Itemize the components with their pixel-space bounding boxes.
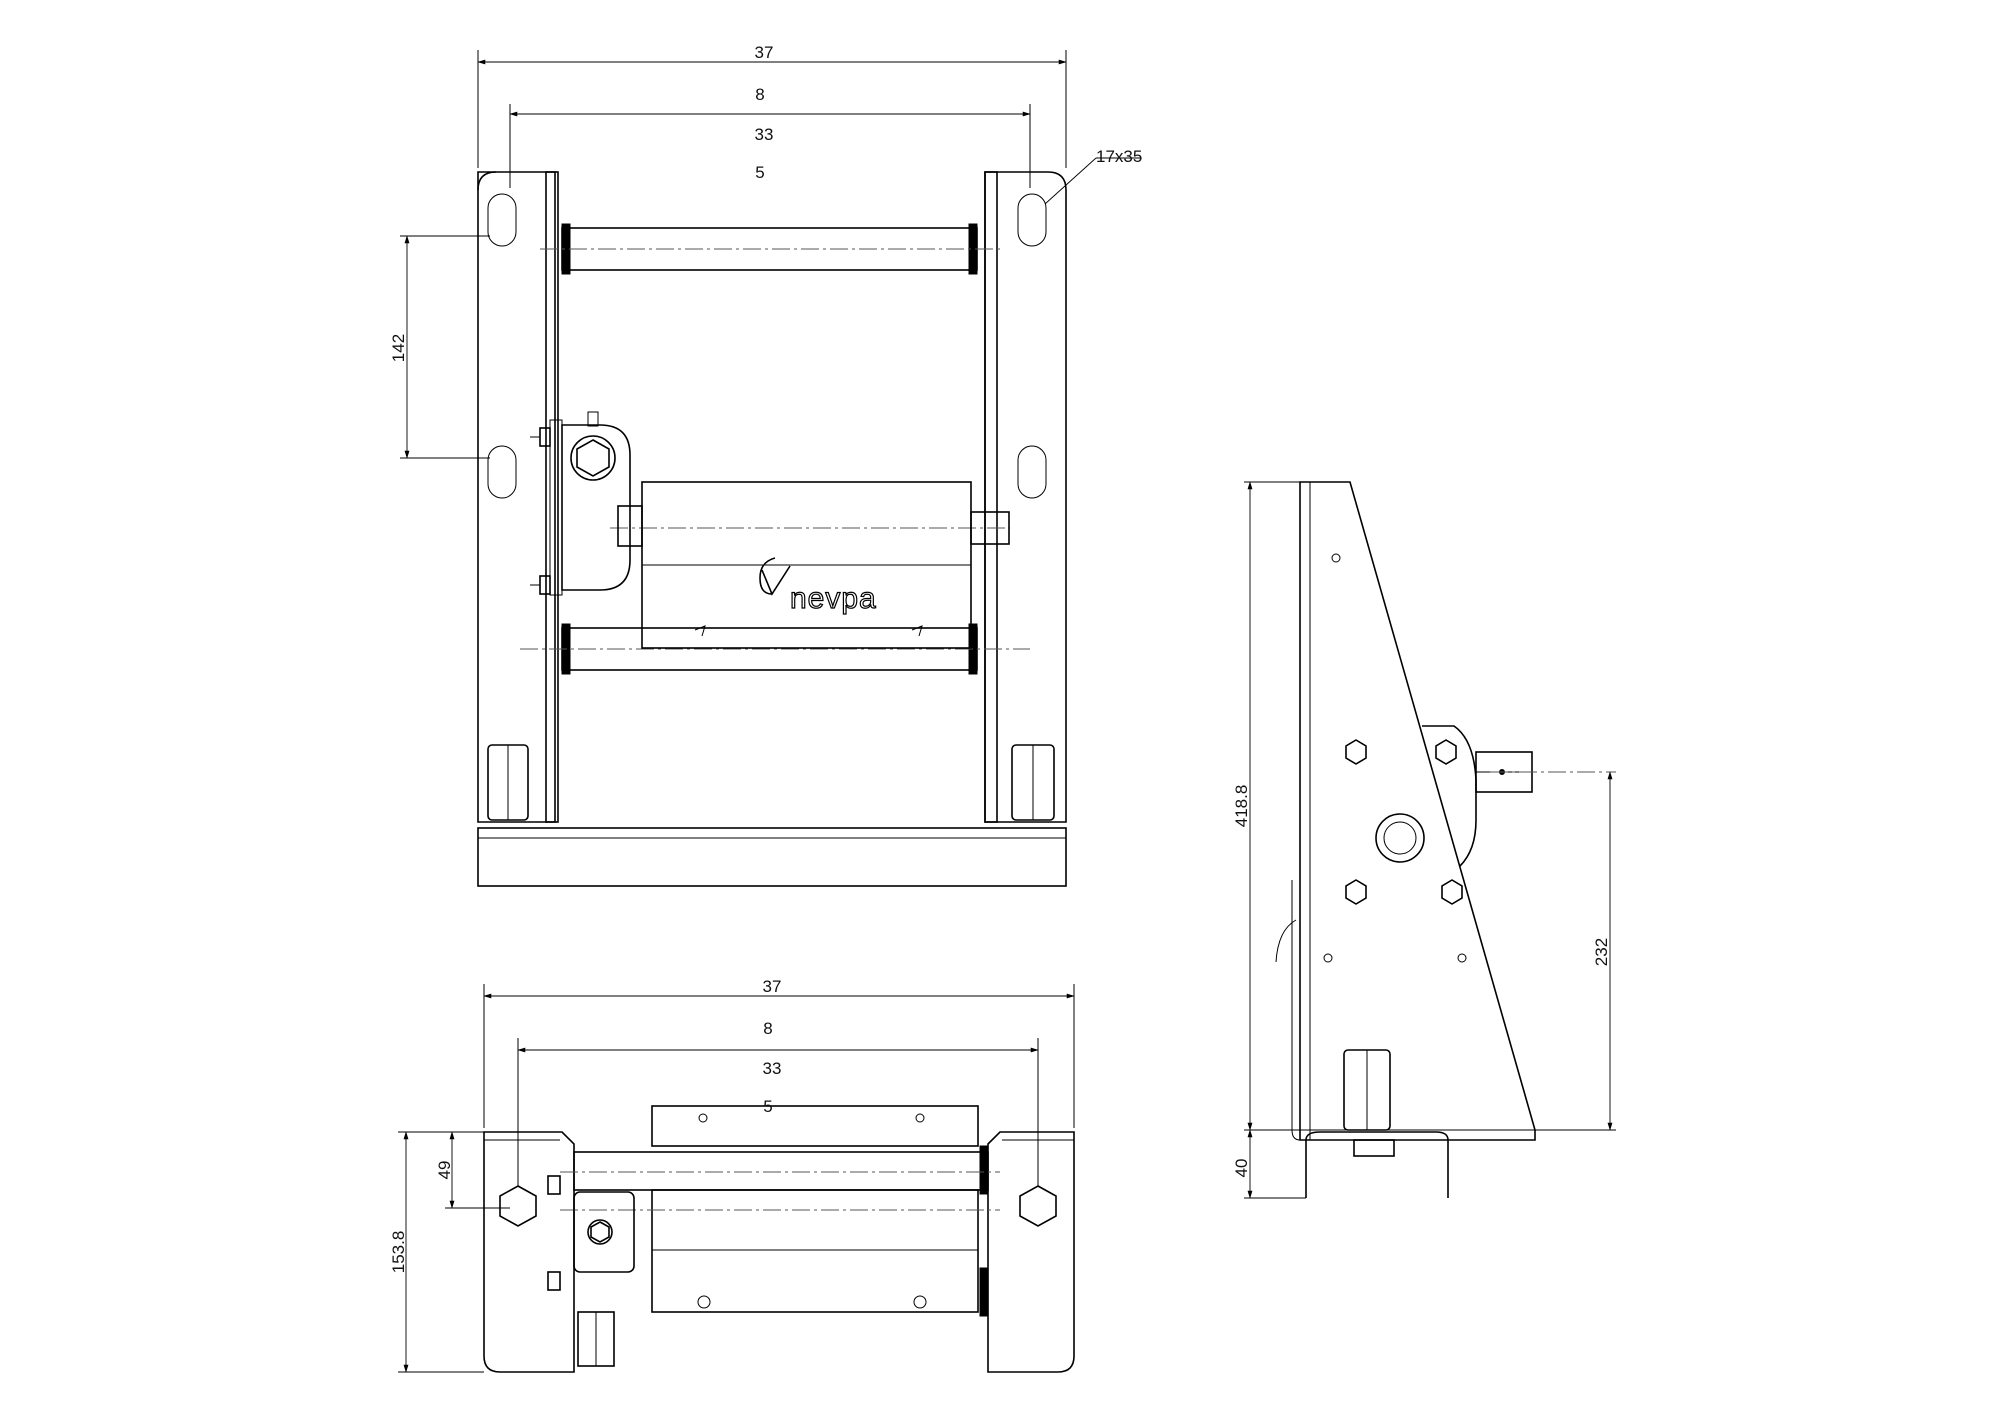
- left-side-plate: [477, 171, 559, 823]
- front-dim-offset: 49: [435, 1161, 454, 1180]
- side-dim-shaft-height: 232: [1592, 938, 1611, 966]
- front-dim-span: 33: [763, 1059, 782, 1078]
- top-dim-inner-width: 8: [755, 85, 764, 104]
- side-dim-height: 418.8: [1232, 785, 1251, 828]
- lower-shaft: [520, 623, 1030, 675]
- side-view: 418.8 40 232: [1232, 481, 1616, 1199]
- top-view: nevpa 37 8 33 5 17x35 142: [389, 43, 1142, 887]
- side-dim-foot: 40: [1232, 1159, 1251, 1178]
- top-dim-overall-width: 37: [755, 43, 774, 62]
- front-right-block: [987, 1131, 1075, 1373]
- upper-shaft: [540, 223, 1000, 275]
- top-dim-hole-pitch: 142: [389, 334, 408, 362]
- top-dim-span: 33: [755, 125, 774, 144]
- front-cover: [651, 1105, 979, 1147]
- front-left-nut: [499, 1185, 537, 1227]
- side-feet: [1305, 1131, 1449, 1198]
- roller: [610, 481, 1010, 649]
- top-dimensions: 37 8 33 5 17x35 142: [389, 43, 1142, 459]
- front-roller: [651, 1189, 979, 1313]
- brand-logo: nevpa: [759, 557, 877, 616]
- side-plate: [1299, 481, 1536, 1141]
- front-right-nut: [1019, 1185, 1057, 1227]
- front-shaft: [573, 1151, 989, 1191]
- side-gear-motor: [1422, 725, 1477, 867]
- front-view: 37 8 33 5 153.8 49: [389, 977, 1075, 1373]
- front-dim-overall-width: 37: [763, 977, 782, 996]
- gear-motor: [530, 411, 631, 596]
- front-gear-motor: [547, 1175, 635, 1367]
- side-dimensions: 418.8 40 232: [1232, 481, 1616, 1199]
- base-bar: [477, 827, 1067, 887]
- front-dim-inner-width: 8: [763, 1019, 772, 1038]
- front-dimensions: 37 8 33 5 153.8 49: [389, 977, 1075, 1373]
- brand-logo-text: nevpa: [790, 582, 877, 615]
- top-dim-slot: 17x35: [1096, 147, 1142, 166]
- top-dim-center: 5: [755, 163, 764, 182]
- front-dim-center: 5: [763, 1097, 772, 1116]
- front-dim-height: 153.8: [389, 1231, 408, 1274]
- right-side-plate: [984, 171, 1067, 823]
- front-left-block: [483, 1131, 575, 1373]
